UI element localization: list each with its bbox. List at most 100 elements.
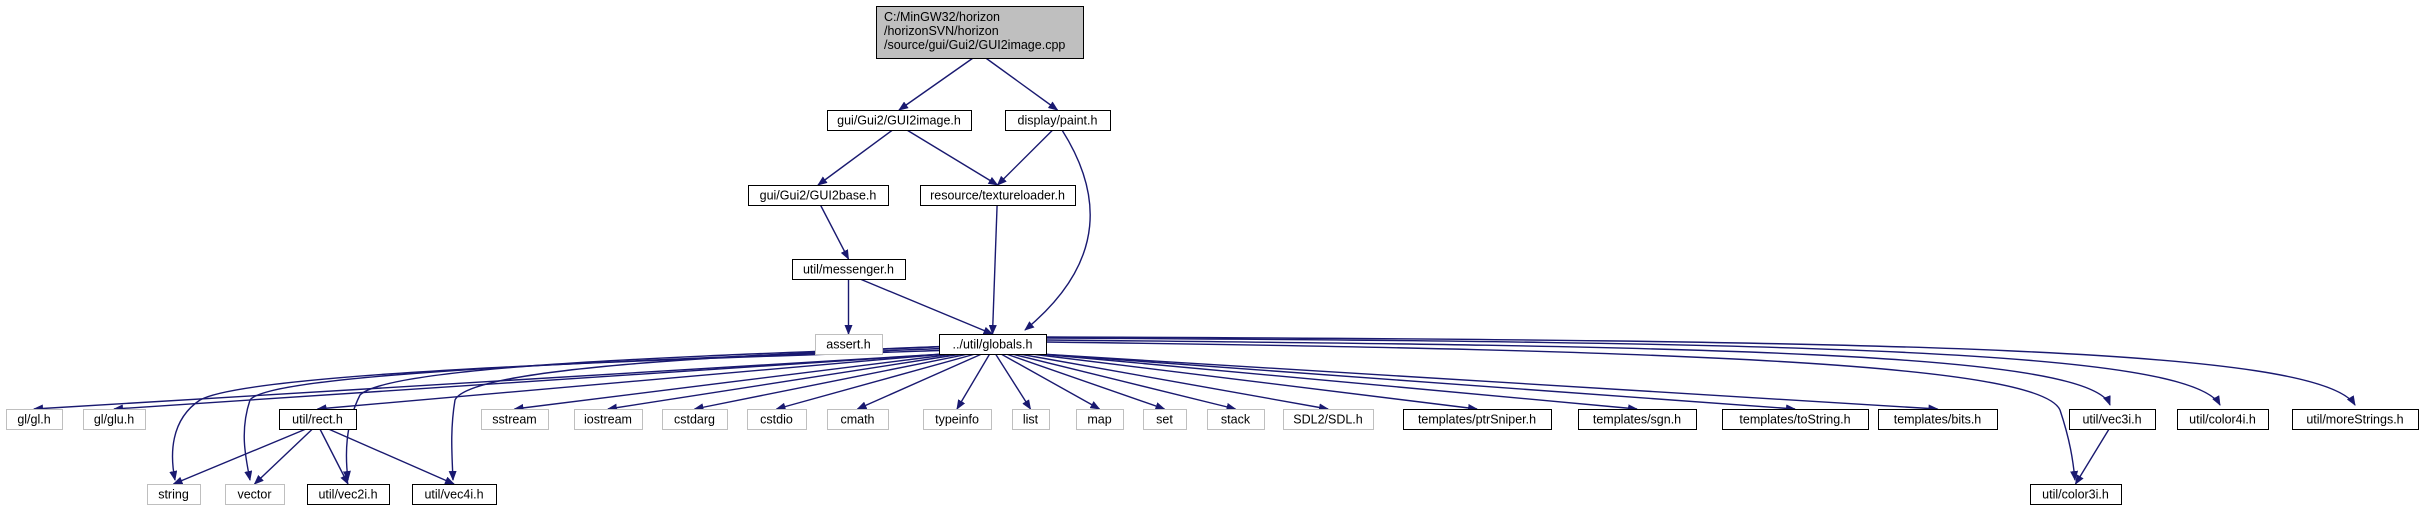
node-box[interactable] xyxy=(1878,409,1998,430)
edge-globals_h-to-sstream xyxy=(513,353,955,412)
node-box[interactable] xyxy=(748,185,889,206)
node-vector: vector xyxy=(225,484,285,505)
node-label: iostream xyxy=(584,413,632,427)
node-iostream: iostream xyxy=(574,409,643,430)
node-bits-h[interactable]: templates/bits.h xyxy=(1878,409,1998,430)
edge-gui2image_h-to-gui2base_h xyxy=(817,129,893,186)
node-label[interactable]: ../util/globals.h xyxy=(953,338,1033,352)
node-label[interactable]: templates/sgn.h xyxy=(1593,413,1681,427)
node-box xyxy=(1283,409,1374,430)
edge-globals_h-to-cstdio xyxy=(775,353,976,411)
node-label[interactable]: display/paint.h xyxy=(1018,114,1098,128)
node-box[interactable] xyxy=(792,259,906,280)
node-label: typeinfo xyxy=(935,413,979,427)
edge-globals_h-to-bits_h xyxy=(1039,353,1939,413)
node-box[interactable] xyxy=(1403,409,1552,430)
node-label[interactable]: util/messenger.h xyxy=(803,263,894,277)
node-box[interactable] xyxy=(1722,409,1869,430)
node-glu-h: gl/glu.h xyxy=(83,409,146,430)
edge-gui2image_h-to-textureloader_h xyxy=(906,129,999,186)
edge-globals_h-to-list xyxy=(994,353,1032,410)
edge-globals_h-to-set xyxy=(1006,353,1166,410)
node-label: sstream xyxy=(492,413,536,427)
node-box[interactable] xyxy=(920,185,1076,206)
node-gui2base-h[interactable]: gui/Gui2/GUI2base.h xyxy=(748,185,889,206)
node-box xyxy=(662,409,728,430)
node-box[interactable] xyxy=(2069,409,2156,430)
node-box xyxy=(1076,409,1124,430)
node-label[interactable]: util/vec3i.h xyxy=(2082,413,2141,427)
edge-globals_h-to-map xyxy=(1000,353,1101,410)
node-label: gl/gl.h xyxy=(17,413,50,427)
node-ptrsniper-h[interactable]: templates/ptrSniper.h xyxy=(1403,409,1552,430)
node-label[interactable]: resource/textureloader.h xyxy=(930,189,1065,203)
node-cmath: cmath xyxy=(827,409,889,430)
node-map: map xyxy=(1076,409,1124,430)
root-node-label-line: C:/MinGW32/horizon xyxy=(884,10,1000,24)
node-label: stack xyxy=(1221,413,1251,427)
node-messenger-h[interactable]: util/messenger.h xyxy=(792,259,906,280)
edge-globals_h-to-gl_h xyxy=(33,353,946,413)
node-vec4i-h[interactable]: util/vec4i.h xyxy=(412,484,497,505)
root-node-label-line: /horizonSVN/horizon xyxy=(884,24,999,38)
edge-root-to-gui2image_h xyxy=(898,57,974,111)
edge-globals_h-to-vec3i_h xyxy=(1045,339,2111,406)
node-label: string xyxy=(158,488,189,502)
edge-paint_h-to-globals_h xyxy=(1024,129,1091,331)
node-string: string xyxy=(147,484,201,505)
edge-textureloader_h-to-globals_h xyxy=(988,204,998,335)
node-label[interactable]: util/vec2i.h xyxy=(318,488,377,502)
edge-globals_h-to-vec2i_h xyxy=(342,345,956,481)
edge-paint_h-to-textureloader_h xyxy=(996,129,1054,186)
node-color4i-h[interactable]: util/color4i.h xyxy=(2177,409,2269,430)
node-tostring-h[interactable]: templates/toString.h xyxy=(1722,409,1869,430)
node-box xyxy=(827,409,889,430)
edge-globals_h-to-color3i_h xyxy=(1045,341,2079,481)
edge-rect_h-to-vec2i_h xyxy=(319,428,349,485)
node-label[interactable]: templates/toString.h xyxy=(1739,413,1850,427)
node-vec2i-h[interactable]: util/vec2i.h xyxy=(307,484,390,505)
node-label[interactable]: util/moreStrings.h xyxy=(2306,413,2403,427)
node-color3i-h[interactable]: util/color3i.h xyxy=(2030,484,2122,505)
node-sgn-h[interactable]: templates/sgn.h xyxy=(1578,409,1697,430)
node-label: set xyxy=(1156,413,1173,427)
node-rect-h[interactable]: util/rect.h xyxy=(279,409,357,430)
node-label: assert.h xyxy=(826,338,871,352)
node-label[interactable]: util/color4i.h xyxy=(2189,413,2256,427)
node-box xyxy=(1012,409,1050,430)
node-label[interactable]: gui/Gui2/GUI2image.h xyxy=(837,114,961,128)
node-paint-h[interactable]: display/paint.h xyxy=(1005,110,1111,131)
node-label[interactable]: util/color3i.h xyxy=(2042,488,2109,502)
node-label[interactable]: templates/ptrSniper.h xyxy=(1418,413,1536,427)
node-box[interactable] xyxy=(2030,484,2122,505)
node-box[interactable] xyxy=(1005,110,1111,131)
node-box xyxy=(83,409,146,430)
edge-rect_h-to-vector xyxy=(253,428,313,485)
node-label[interactable]: gui/Gui2/GUI2base.h xyxy=(760,189,877,203)
node-box[interactable] xyxy=(307,484,390,505)
node-globals-h[interactable]: ../util/globals.h xyxy=(939,334,1047,355)
node-box[interactable] xyxy=(827,110,972,131)
node-vec3i-h[interactable]: util/vec3i.h xyxy=(2069,409,2156,430)
node-box xyxy=(574,409,643,430)
node-box[interactable] xyxy=(2292,409,2419,430)
node-box xyxy=(225,484,285,505)
node-box[interactable] xyxy=(939,334,1047,355)
edge-rect_h-to-vec4i_h xyxy=(328,428,455,485)
node-morestrings-h[interactable]: util/moreStrings.h xyxy=(2292,409,2419,430)
edge-globals_h-to-morestrings_h xyxy=(1045,336,2356,406)
node-box xyxy=(815,334,883,355)
node-label[interactable]: util/rect.h xyxy=(292,413,343,427)
node-label[interactable]: util/vec4i.h xyxy=(424,488,483,502)
node-gui2image-h[interactable]: gui/Gui2/GUI2image.h xyxy=(827,110,972,131)
node-box[interactable] xyxy=(1578,409,1697,430)
node-label[interactable]: templates/bits.h xyxy=(1894,413,1982,427)
node-textureloader-h[interactable]: resource/textureloader.h xyxy=(920,185,1076,206)
edge-globals_h-to-cstdarg xyxy=(693,353,969,412)
node-box[interactable] xyxy=(279,409,357,430)
edge-globals_h-to-stack xyxy=(1011,353,1237,411)
node-list: list xyxy=(1012,409,1050,430)
node-box[interactable] xyxy=(2177,409,2269,430)
node-box[interactable] xyxy=(412,484,497,505)
